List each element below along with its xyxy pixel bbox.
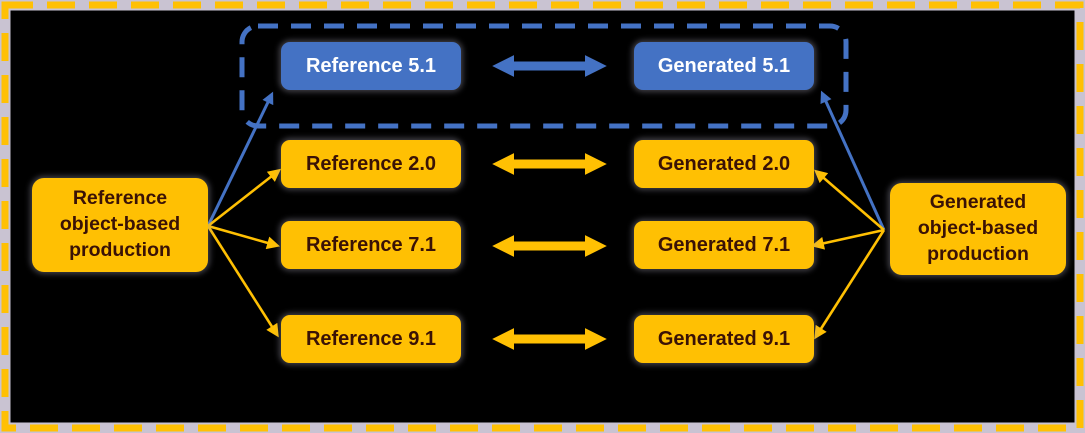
reference-7-1-box: Reference 7.1 [281, 221, 461, 269]
reference-7-1-label: Reference 7.1 [305, 233, 437, 256]
generated-7-1-box: Generated 7.1 [634, 221, 814, 269]
connector-left-9-1 [206, 225, 279, 338]
connector-right-2-0 [814, 169, 885, 231]
reference-9-1-label: Reference 9.1 [305, 327, 437, 350]
connector-right-5-1 [820, 90, 886, 231]
generated-5-1-box: Generated 5.1 [634, 42, 814, 90]
generated-9-1-label: Generated 9.1 [657, 327, 791, 350]
connector-left-5-1 [206, 91, 274, 227]
generated-production-node: Generated object-based production [890, 183, 1066, 275]
connector-left-7-1 [207, 224, 281, 250]
generated-9-1-box: Generated 9.1 [634, 315, 814, 363]
reference-9-1-box: Reference 9.1 [281, 315, 461, 363]
connector-left-2-0 [207, 168, 282, 228]
generated-2-0-label: Generated 2.0 [657, 152, 791, 175]
connector-right-9-1 [814, 229, 886, 340]
reference-5-1-box: Reference 5.1 [281, 42, 461, 90]
generated-2-0-box: Generated 2.0 [634, 140, 814, 188]
group-5-1-dashed-rect [239, 23, 849, 129]
generated-7-1-label: Generated 7.1 [657, 233, 791, 256]
reference-2-0-label: Reference 2.0 [305, 152, 437, 175]
generated-5-1-label: Generated 5.1 [657, 54, 791, 77]
reference-production-label: Reference object-based production [59, 187, 181, 261]
generated-production-label: Generated object-based production [917, 191, 1039, 265]
connector-right-7-1 [810, 228, 885, 250]
reference-production-node: Reference object-based production [32, 178, 208, 272]
reference-5-1-label: Reference 5.1 [305, 54, 437, 77]
reference-2-0-box: Reference 2.0 [281, 140, 461, 188]
